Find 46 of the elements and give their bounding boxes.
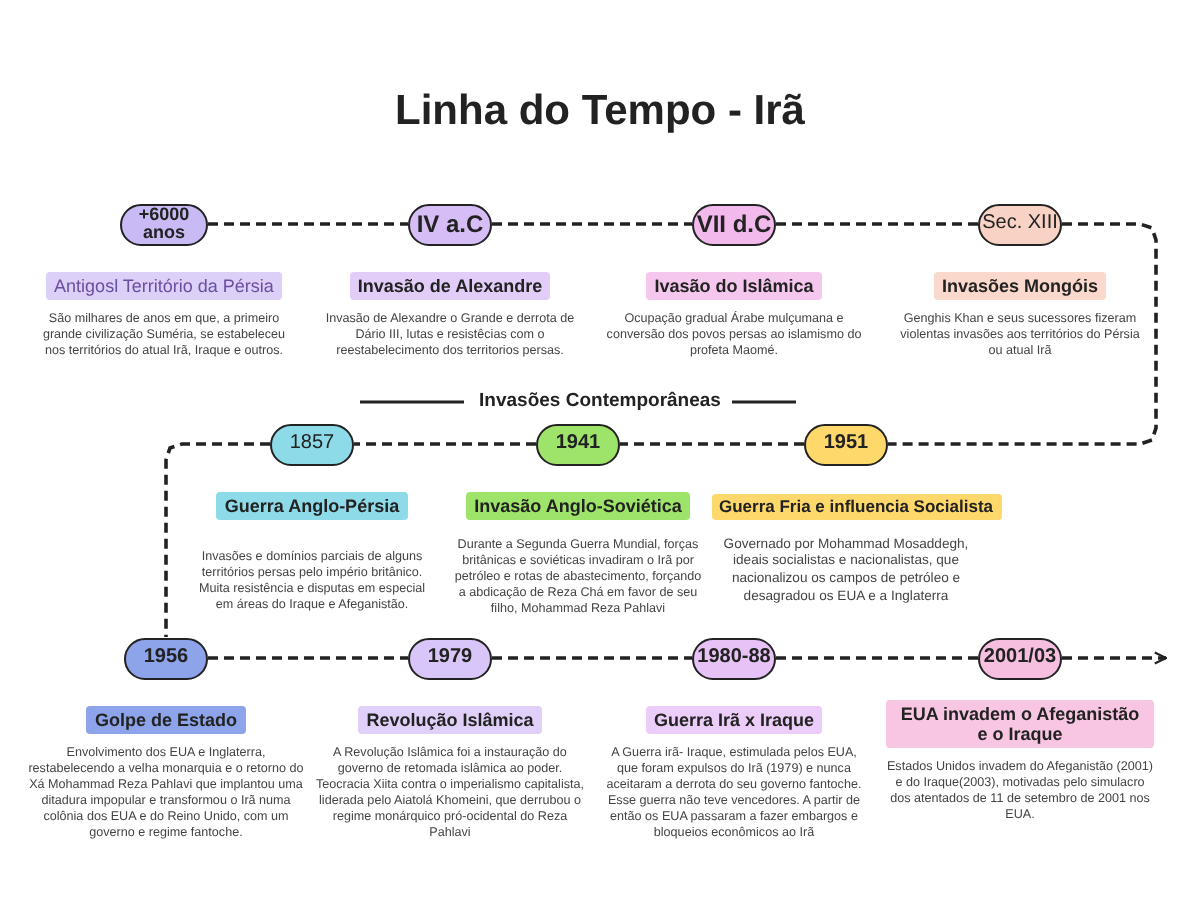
timeline-connector (208, 222, 408, 226)
date-pill (978, 203, 1062, 245)
date-text: 1857 (289, 434, 335, 454)
date-pill (124, 637, 208, 679)
timeline-connector (164, 442, 270, 637)
timeline-connector (492, 222, 692, 226)
timeline-connector (492, 656, 692, 660)
date-text: +6000 anos (136, 206, 192, 242)
timeline-connector (888, 222, 1158, 446)
date-text: 1951 (823, 434, 869, 454)
event-heading: Invasão Anglo-Soviética (466, 491, 690, 520)
event-heading: Guerra Fria e influencia Socialista (711, 493, 1001, 521)
timeline-connector (620, 442, 804, 446)
date-text: IV a.C (416, 212, 484, 236)
date-text: Sec. XIII (982, 214, 1058, 234)
date-text: 1979 (427, 648, 473, 668)
date-text: 1956 (143, 648, 189, 668)
event-heading: EUA invadem o Afeganistão e o Iraque (886, 699, 1154, 749)
date-pill (408, 637, 492, 679)
section-heading: Invasões Contemporâneas (477, 390, 723, 412)
event-heading: Ivasão do Islâmica (646, 271, 822, 300)
title: Linha do Tempo - Irã (393, 88, 807, 136)
date-pill (692, 203, 776, 245)
timeline-connector (354, 442, 536, 446)
date-text: 2001/03 (983, 648, 1057, 668)
event-heading: Revolução Islâmica (358, 705, 542, 734)
timeline-connector (776, 656, 978, 660)
date-text: 1941 (555, 434, 601, 454)
event-heading: Guerra Anglo-Pérsia (216, 491, 408, 520)
date-pill (978, 637, 1062, 679)
timeline-connector (208, 656, 408, 660)
date-text: VII d.C (696, 212, 772, 236)
event-heading: Invasão de Alexandre (349, 271, 551, 300)
event-heading: Invasões Mongóis (933, 271, 1107, 300)
date-pill (536, 423, 620, 465)
date-pill (804, 423, 888, 465)
event-heading: Antigosl Território da Pérsia (46, 271, 282, 300)
date-pill (408, 203, 492, 245)
event-heading: Guerra Irã x Iraque (645, 705, 823, 734)
date-pill (692, 637, 776, 679)
date-pill (270, 423, 354, 465)
timeline-connector (1062, 651, 1168, 665)
event-heading: Golpe de Estado (86, 705, 245, 734)
date-pill (120, 203, 208, 245)
date-text: 1980-88 (697, 648, 771, 668)
timeline-connector (776, 222, 978, 226)
